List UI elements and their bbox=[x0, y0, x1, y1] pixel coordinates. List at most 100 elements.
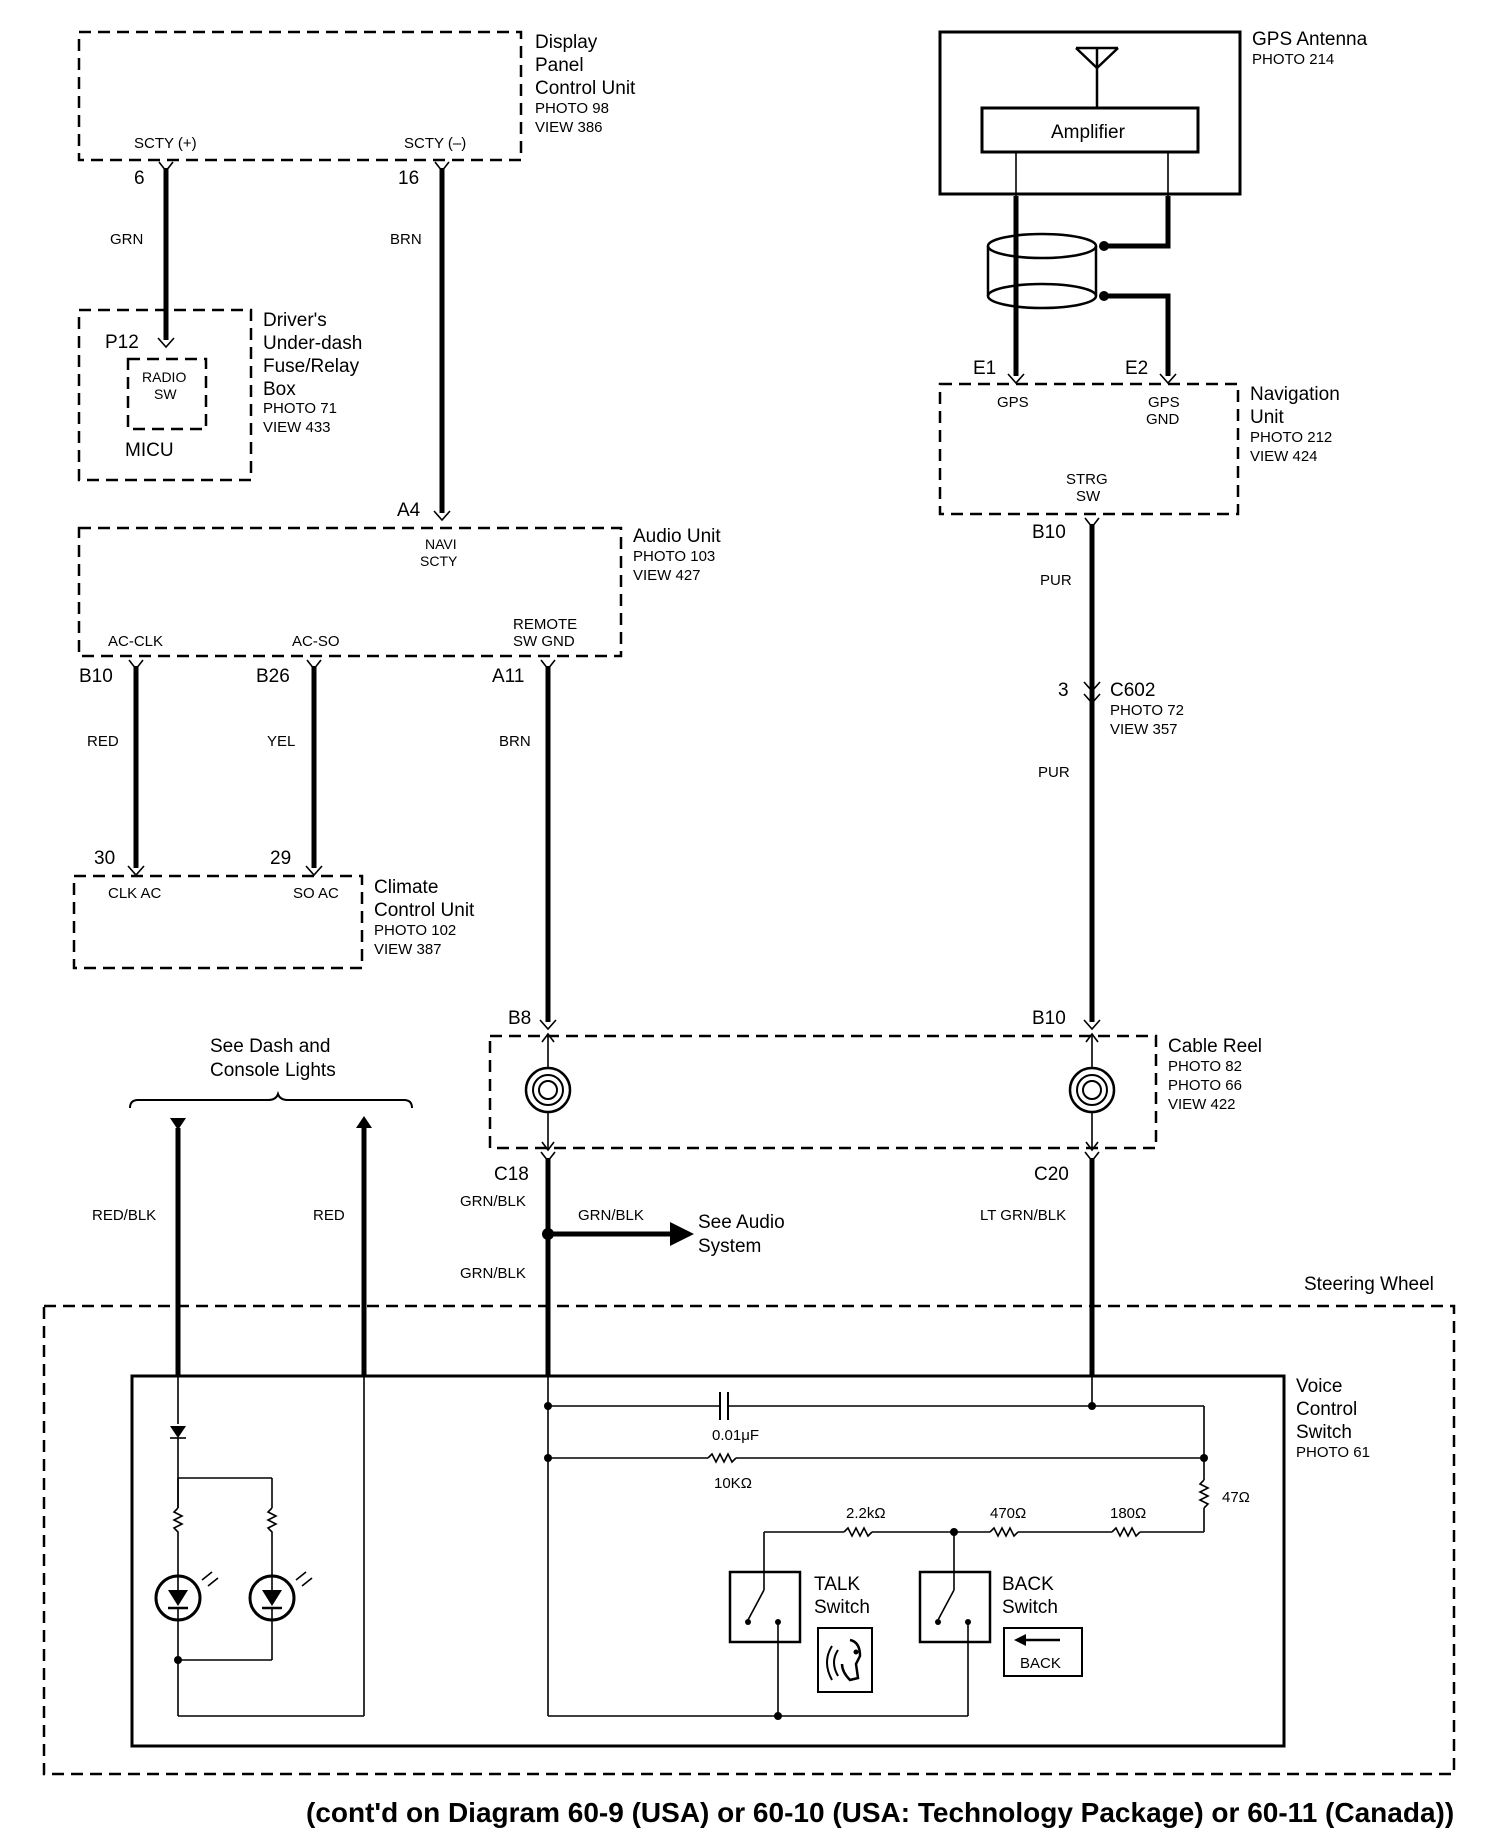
clk-ac-label: CLK AC bbox=[108, 885, 162, 902]
navigation-unit: E1 E2 GPS GPS GND STRG SW Navigation Uni… bbox=[938, 358, 1340, 543]
display-panel-control-unit: Display Panel Control Unit PHOTO 98 VIEW… bbox=[77, 30, 636, 189]
nav-title-1: Navigation bbox=[1250, 384, 1340, 405]
dash-lights-ref: See Dash and Console Lights RED/BLK RED bbox=[92, 1036, 413, 1376]
cable-reel-title: Cable Reel bbox=[1168, 1036, 1262, 1057]
audio-unit-title: Audio Unit bbox=[633, 526, 721, 547]
pin-c18: C18 bbox=[494, 1164, 529, 1185]
wire-grn: GRN bbox=[110, 161, 175, 349]
wire-label-red-2: RED bbox=[313, 1207, 345, 1224]
voice-control-switch: Voice Control Switch PHOTO 61 bbox=[130, 1374, 1370, 1748]
c602-photo: PHOTO 72 bbox=[1110, 702, 1184, 719]
talk-label-2: Switch bbox=[814, 1597, 870, 1618]
display-panel-title-3: Control Unit bbox=[535, 78, 636, 99]
back-label-1: BACK bbox=[1002, 1574, 1054, 1595]
steering-wheel-title: Steering Wheel bbox=[1304, 1274, 1434, 1295]
voice-photo: PHOTO 61 bbox=[1296, 1444, 1370, 1461]
footer-note: (cont'd on Diagram 60-9 (USA) or 60-10 (… bbox=[306, 1797, 1454, 1828]
strg-label: STRG bbox=[1066, 471, 1108, 488]
see-dash-1: See Dash and bbox=[210, 1036, 330, 1057]
pin-a4: A4 bbox=[397, 500, 421, 521]
climate-title-2: Control Unit bbox=[374, 900, 475, 921]
c602-name: C602 bbox=[1110, 680, 1155, 701]
wire-brn-remote: BRN bbox=[499, 659, 557, 1031]
cable-reel-photo-2: PHOTO 66 bbox=[1168, 1077, 1242, 1094]
c602-pin: 3 bbox=[1058, 680, 1069, 701]
pin-e1: E1 bbox=[973, 358, 996, 379]
wire-yel: YEL bbox=[267, 659, 323, 877]
wire-grn-blk: GRN/BLK GRN/BLK GRN/BLK See Audio System bbox=[460, 1151, 785, 1376]
see-audio-1: See Audio bbox=[698, 1212, 785, 1233]
pin-b10-audio: B10 bbox=[79, 666, 113, 687]
pin-b10-reel: B10 bbox=[1032, 1008, 1066, 1029]
voice-title-2: Control bbox=[1296, 1399, 1357, 1420]
display-panel-view: VIEW 386 bbox=[535, 119, 603, 136]
pin-e2: E2 bbox=[1125, 358, 1148, 379]
wire-label-red-blk: RED/BLK bbox=[92, 1207, 156, 1224]
r180-label: 180Ω bbox=[1110, 1505, 1146, 1522]
nav-photo: PHOTO 212 bbox=[1250, 429, 1332, 446]
c602-view: VIEW 357 bbox=[1110, 721, 1178, 738]
wire-label-grn: GRN bbox=[110, 231, 143, 248]
back-label-2: Switch bbox=[1002, 1597, 1058, 1618]
climate-control-unit: 30 29 CLK AC SO AC Climate Control Unit … bbox=[72, 848, 475, 970]
fuse-relay-box: P12 RADIO SW MICU Driver's Under-dash Fu… bbox=[77, 308, 362, 482]
wire-brn-navi: BRN bbox=[390, 161, 451, 522]
wire-label-yel: YEL bbox=[267, 733, 295, 750]
illumination-circuit bbox=[154, 1376, 365, 1717]
cable-reel-view: VIEW 422 bbox=[1168, 1096, 1236, 1113]
radio-sw-1: RADIO bbox=[142, 369, 186, 385]
gps-antenna: Amplifier GPS Antenna PHOTO 214 bbox=[938, 29, 1368, 196]
wire-label-brn-1: BRN bbox=[390, 231, 422, 248]
climate-view: VIEW 387 bbox=[374, 941, 442, 958]
wire-label-grn-blk-3: GRN/BLK bbox=[460, 1265, 526, 1282]
pin-b8: B8 bbox=[508, 1008, 531, 1029]
ac-so-label: AC-SO bbox=[292, 633, 340, 650]
nav-title-2: Unit bbox=[1250, 407, 1285, 428]
back-icon-box bbox=[1003, 1627, 1083, 1677]
pin-29: 29 bbox=[270, 848, 291, 869]
wire-label-grn-blk-2: GRN/BLK bbox=[578, 1207, 644, 1224]
pin-30: 30 bbox=[94, 848, 115, 869]
wire-lt-grn-blk: LT GRN/BLK bbox=[980, 1151, 1100, 1376]
so-ac-label: SO AC bbox=[293, 885, 339, 902]
fuse-box-title-3: Fuse/Relay bbox=[263, 356, 360, 377]
pin-a11: A11 bbox=[492, 666, 524, 687]
gps-coax bbox=[986, 152, 1177, 385]
gps-gnd-label-1: GPS bbox=[1148, 394, 1180, 411]
climate-title-1: Climate bbox=[374, 877, 438, 898]
pin-16: 16 bbox=[398, 168, 419, 189]
cable-reel: B8 B10 C18 C20 Cable Reel PHOTO 82 PHOTO… bbox=[488, 1008, 1262, 1185]
switch-resistor-ladder: 0.01μF 10KΩ 47Ω 2.2kΩ 470Ω 180Ω TALK Swi… bbox=[544, 1376, 1250, 1720]
cable-reel-photo-1: PHOTO 82 bbox=[1168, 1058, 1242, 1075]
fuse-box-title-2: Under-dash bbox=[263, 333, 362, 354]
cap-label: 0.01μF bbox=[712, 1427, 759, 1444]
ac-clk-label: AC-CLK bbox=[108, 633, 163, 650]
pin-6: 6 bbox=[134, 168, 145, 189]
scty-minus-label: SCTY (–) bbox=[404, 135, 466, 152]
gps-antenna-photo: PHOTO 214 bbox=[1252, 51, 1334, 68]
sw-label: SW bbox=[1076, 488, 1101, 505]
r47-label: 47Ω bbox=[1222, 1489, 1250, 1506]
wire-label-lt-grn-blk: LT GRN/BLK bbox=[980, 1207, 1066, 1224]
wire-red: RED bbox=[87, 659, 145, 877]
see-dash-2: Console Lights bbox=[210, 1060, 336, 1081]
display-panel-title-1: Display bbox=[535, 32, 598, 53]
back-icon-text: BACK bbox=[1020, 1655, 1061, 1672]
audio-unit-photo: PHOTO 103 bbox=[633, 548, 715, 565]
wire-label-grn-blk-1: GRN/BLK bbox=[460, 1193, 526, 1210]
wire-label-pur-1: PUR bbox=[1040, 572, 1072, 589]
pin-p12: P12 bbox=[105, 332, 139, 353]
steering-wheel: Steering Wheel bbox=[42, 1274, 1456, 1776]
display-panel-title-2: Panel bbox=[535, 55, 584, 76]
r470-label: 470Ω bbox=[990, 1505, 1026, 1522]
fuse-box-title-1: Driver's bbox=[263, 310, 327, 331]
climate-photo: PHOTO 102 bbox=[374, 922, 456, 939]
fuse-box-view: VIEW 433 bbox=[263, 419, 331, 436]
pin-b26: B26 bbox=[256, 666, 290, 687]
micu-label: MICU bbox=[125, 440, 174, 461]
see-audio-2: System bbox=[698, 1236, 761, 1257]
talk-label-1: TALK bbox=[814, 1574, 860, 1595]
back-arrow-icon bbox=[1014, 1634, 1060, 1646]
gps-label: GPS bbox=[997, 394, 1029, 411]
wire-label-brn-2: BRN bbox=[499, 733, 531, 750]
